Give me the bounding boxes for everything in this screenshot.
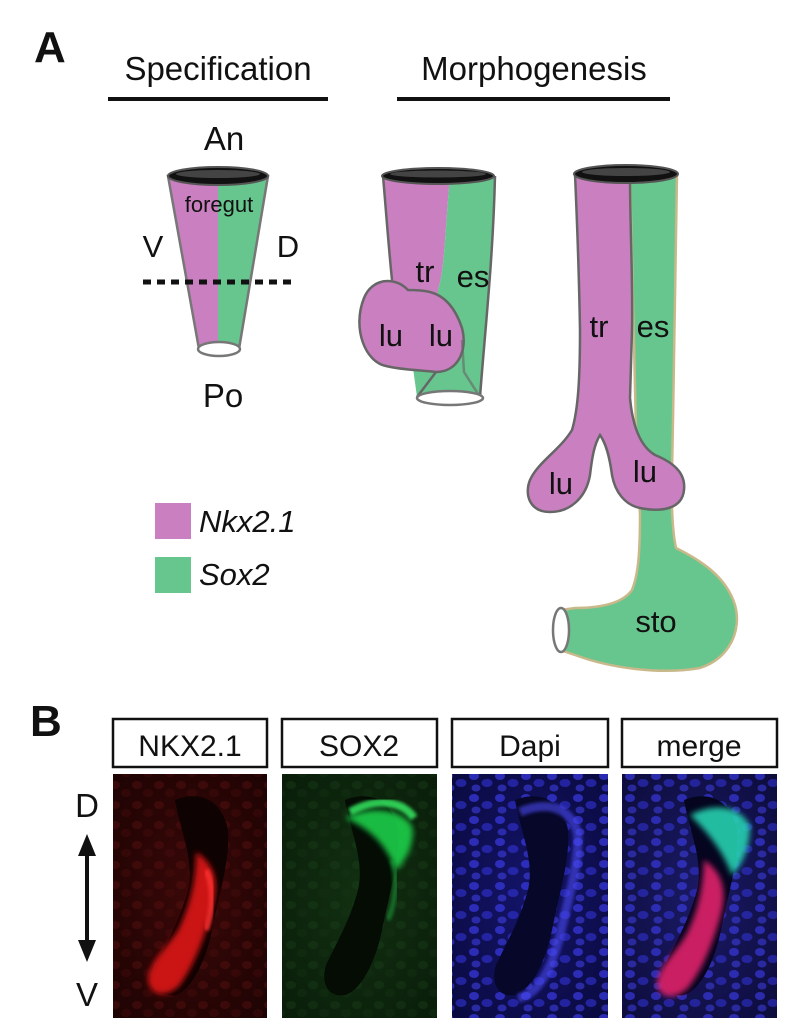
channel-label-merge: merge: [620, 717, 779, 769]
svg-text:Dapi: Dapi: [499, 730, 561, 763]
dorsal-label: D: [277, 229, 299, 264]
late-lung-right-label: lu: [633, 454, 657, 489]
axis-ventral-label: V: [76, 976, 98, 1013]
channel-label-nkx2-1: NKX2.1: [111, 717, 269, 769]
specification-header: Specification: [124, 50, 311, 87]
merge-micrograph: [622, 774, 777, 1018]
legend-label-nkx2-1: Nkx2.1: [199, 504, 295, 539]
legend-swatch-sox2: [155, 557, 191, 593]
panel-b-letter: B: [30, 697, 62, 746]
morphogenesis-header: Morphogenesis: [421, 50, 647, 87]
mid-trachea-label: tr: [416, 254, 435, 289]
late-foregut-tube: [526, 164, 739, 672]
posterior-label: Po: [203, 377, 243, 414]
channel-label-dapi: Dapi: [450, 717, 610, 769]
stomach-label: sto: [635, 604, 676, 639]
late-esophagus-label: es: [637, 309, 670, 344]
mid-lung-left-label: lu: [379, 318, 403, 353]
foregut-label: foregut: [185, 192, 254, 217]
ventral-label: V: [143, 229, 164, 264]
late-trachea-label: tr: [590, 309, 609, 344]
foregut-tube: [166, 166, 270, 358]
legend-swatch-nkx2-1: [155, 503, 191, 539]
svg-text:SOX2: SOX2: [319, 730, 399, 763]
nkx2-1-micrograph: [113, 774, 267, 1018]
axis-dorsal-label: D: [75, 787, 99, 824]
legend-label-sox2: Sox2: [199, 557, 270, 592]
dapi-micrograph: [452, 774, 608, 1018]
svg-text:NKX2.1: NKX2.1: [138, 730, 241, 763]
legend: Nkx2.1 Sox2: [155, 503, 295, 593]
mid-lung-right-label: lu: [429, 318, 453, 353]
early-lung-bud-tube: [358, 167, 497, 407]
panel-a-letter: A: [34, 23, 66, 72]
late-lung-left-label: lu: [549, 466, 573, 501]
svg-text:merge: merge: [656, 730, 741, 763]
dorsal-ventral-arrow: [78, 834, 96, 962]
mid-esophagus-label: es: [457, 259, 490, 294]
anterior-label: An: [204, 120, 244, 157]
sox2-micrograph: [282, 774, 437, 1018]
channel-label-sox2: SOX2: [280, 717, 439, 769]
